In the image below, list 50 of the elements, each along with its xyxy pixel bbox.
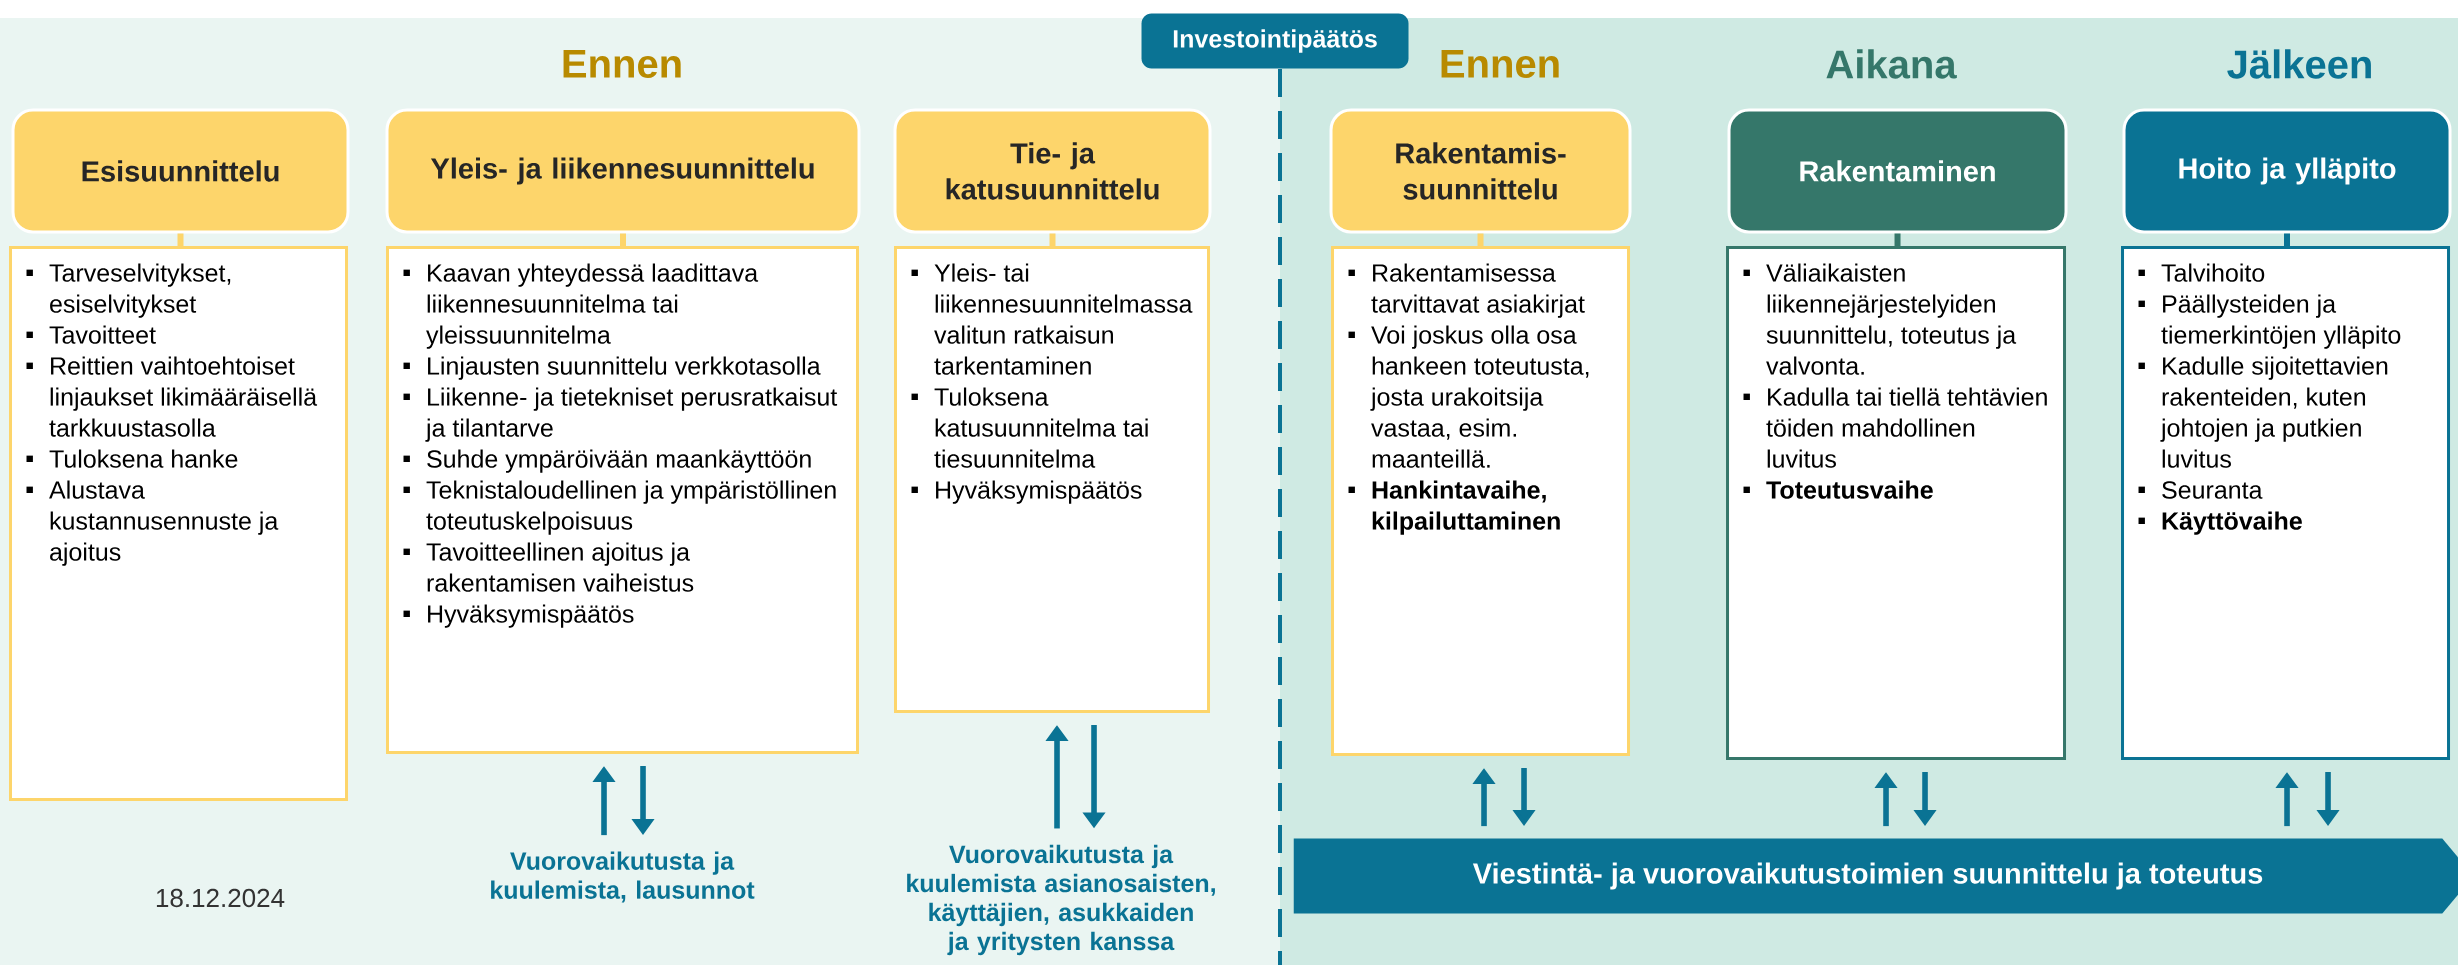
description-box — [1331, 246, 1630, 756]
decision-tag: Investointipäätös — [1141, 13, 1409, 69]
phase-box: Rakentamis- suunnittelu — [1329, 108, 1632, 234]
arrow-band: Viestintä- ja vuorovaikutustoimien suunnittelu ja toteutus — [1293, 838, 2458, 914]
phase-box: Tie- ja katusuunnittelu — [893, 108, 1212, 234]
bullet-item: Päällysteiden ja tiemerkintöjen ylläpito — [2138, 294, 2401, 349]
description-box — [386, 246, 859, 754]
bullet-item: Kaavan yhteydessä laadittava liikennesuunnitelma tai yleissuunnitelma — [403, 263, 759, 349]
bullet-item: Kadulle sijoitettavien rakenteiden, kuten johtojen ja putkien luvitus — [2138, 356, 2388, 468]
bullet-item: Talvihoito — [2138, 263, 2265, 282]
phase-box: Yleis- ja liikennesuunnittelu — [385, 108, 861, 234]
bullet-item: Toteutusvaihe — [1743, 480, 1933, 499]
bullet-item: Linjausten suunnittelu verkkotasolla — [403, 356, 821, 380]
bullet-item: Seuranta — [2138, 481, 2263, 499]
bullet-item: Väliaikaisten liikennejärjestelyiden suunnittelu, toteutus ja valvonta. — [1743, 263, 2017, 375]
bullet-item: Teknistaloudellinen ja ympäristöllinen toteutuskelpoisuus — [403, 480, 836, 535]
bullet-item: Tarveselvitykset, esiselvitykset — [26, 263, 231, 318]
connector-line — [1477, 233, 1484, 246]
bullet-item: Voi joskus olla osa hankeen toteutusta, josta urakoitsija vastaa, esim. maanteillä. — [1348, 325, 1589, 468]
bullet-item: Tuloksena hanke — [26, 449, 238, 468]
bullet-item: Hankintavaihe, kilpailuttaminen — [1348, 480, 1560, 535]
description-box — [2121, 246, 2450, 760]
bullet-item: Tavoitteellinen ajoitus ja rakentamisen vaiheistus — [403, 542, 694, 592]
bullet-item: Yleis- tai liikennesuunnitelmassa valitun ratkaisun tarkentaminen — [911, 263, 1193, 375]
date-label: 18.12.2024 — [156, 888, 285, 908]
bullet-item: Tavoitteet — [26, 325, 156, 344]
phase-heading: Ennen — [1441, 50, 1559, 78]
phase-box: Rakentaminen — [1727, 108, 2068, 234]
interaction-text: Vuorovaikutusta ja kuulemista asianosaisten, käyttäjien, asukkaiden ja yritysten kanssa — [907, 844, 1215, 956]
connector-line — [1049, 233, 1056, 246]
description-box — [894, 246, 1210, 713]
phase-box: Hoito ja ylläpito — [2122, 108, 2452, 234]
bullet-item: Kadulla tai tiellä tehtävien töiden mahdollinen luvitus — [1743, 387, 2047, 468]
bullet-item: Hyväksymispäätös — [403, 604, 634, 628]
phase-box: Esisuunnittelu — [11, 108, 350, 234]
connector-line — [620, 233, 626, 246]
bullet-item: Rakentamisessa tarvittavat asiakirjat — [1348, 263, 1585, 318]
bullet-item: Hyväksymispäätös — [911, 480, 1142, 504]
description-box — [1726, 246, 2066, 760]
connector-line — [177, 233, 184, 246]
connector-line — [1894, 233, 1901, 246]
interaction-text: Vuorovaikutusta ja kuulemista, lausunnot — [491, 851, 755, 903]
bullet-item: Liikenne- ja tietekniset perusratkaisut ja tilantarve — [403, 387, 838, 442]
connector-line — [2284, 233, 2290, 246]
bullet-item: Alustava kustannusennuste ja ajoitus — [26, 480, 279, 566]
description-box — [9, 246, 348, 801]
bullet-item: Reittien vaihtoehtoiset linjaukset likimääräisellä tarkkuustasolla — [26, 356, 318, 437]
bullet-item: Suhde ympäröivään maankäyttöön — [403, 449, 811, 473]
bullet-item: Käyttövaihe — [2138, 511, 2302, 535]
bullet-item: Tuloksena katusuunnitelma tai tiesuunnitelma — [911, 387, 1148, 468]
